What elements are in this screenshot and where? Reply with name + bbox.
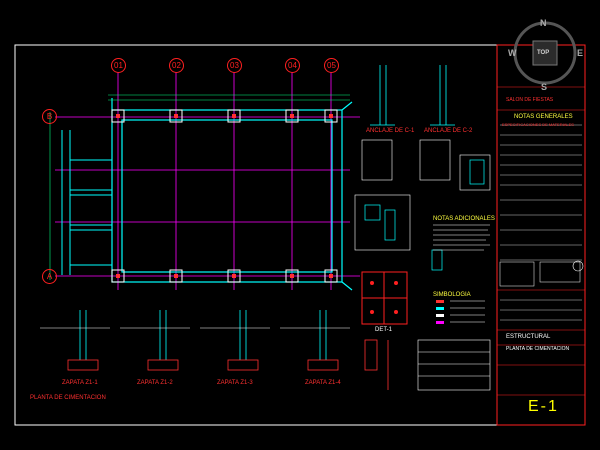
column-markers bbox=[116, 114, 333, 278]
tb-sheet-number: E-1 bbox=[528, 398, 559, 415]
anchor-title-1: ANCLAJE DE C-1 bbox=[366, 128, 415, 134]
title-block-lines bbox=[497, 86, 585, 396]
grid-bubble-01: 01 bbox=[111, 58, 126, 73]
pad-detail bbox=[361, 271, 408, 325]
grid-bubble-04: 04 bbox=[285, 58, 300, 73]
foundation-beams bbox=[111, 98, 353, 291]
plan-title: PLANTA DE CIMENTACION bbox=[30, 395, 106, 401]
viewcube-west[interactable]: W bbox=[508, 48, 517, 58]
viewcube-east[interactable]: E bbox=[577, 48, 584, 58]
grid-bubble-03: 03 bbox=[227, 58, 242, 73]
section-title-2: ZAPATA Z1-2 bbox=[137, 380, 173, 386]
viewcube-south[interactable]: S bbox=[541, 82, 548, 92]
section-title-3: ZAPATA Z1-3 bbox=[217, 380, 253, 386]
tb-project: SALON DE FIESTAS bbox=[506, 97, 554, 103]
tb-sheet-name: PLANTA DE CIMENTACION bbox=[506, 346, 570, 352]
viewcube-top-face[interactable]: TOP bbox=[537, 50, 550, 56]
section-title-4: ZAPATA Z1-4 bbox=[305, 380, 341, 386]
notes-title: NOTAS ADICIONALES bbox=[433, 216, 495, 222]
grid-bubble-a: A bbox=[42, 269, 57, 284]
legend-title: SIMBOLOGIA bbox=[433, 292, 471, 298]
tb-discipline: ESTRUCTURAL bbox=[506, 334, 551, 340]
legend-swatches bbox=[436, 300, 485, 324]
anchor-title-2: ANCLAJE DE C-2 bbox=[424, 128, 473, 134]
tb-general-notes: NOTAS GENERALES bbox=[514, 114, 573, 120]
grid-bubble-02: 02 bbox=[169, 58, 184, 73]
viewcube-north[interactable]: N bbox=[540, 18, 547, 28]
grid-axes bbox=[55, 72, 360, 290]
left-cells bbox=[61, 130, 113, 275]
section-title-1: ZAPATA Z1-1 bbox=[62, 380, 98, 386]
column-pedestals bbox=[111, 109, 338, 283]
dimension-lines bbox=[49, 94, 350, 280]
anchor-details bbox=[370, 65, 455, 126]
sheet-border bbox=[14, 44, 586, 426]
tb-materials: ESPECIFICACIONES DE MATERIALES bbox=[502, 122, 574, 127]
detail-title: DET-1 bbox=[375, 327, 393, 333]
title-block-table bbox=[500, 124, 582, 321]
viewcube[interactable] bbox=[513, 21, 577, 85]
grid-bubble-05: 05 bbox=[324, 58, 339, 73]
notes-text-lines bbox=[433, 224, 490, 251]
footing-sections bbox=[40, 310, 350, 371]
grid-bubble-b: B bbox=[42, 109, 57, 124]
